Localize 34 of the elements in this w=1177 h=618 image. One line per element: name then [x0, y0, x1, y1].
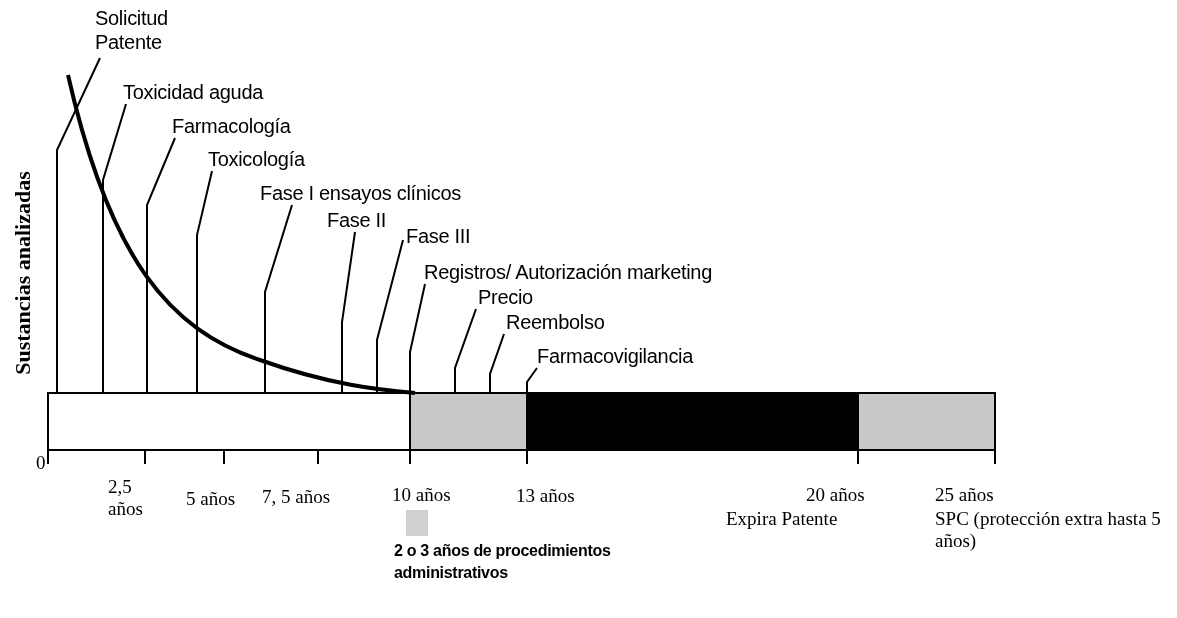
tick-label: 13 años — [516, 485, 575, 507]
tick-label: 10 años — [392, 484, 451, 506]
stage-label: Solicitud Patente — [95, 6, 175, 54]
stage-label: Reembolso — [506, 310, 605, 334]
leader-line — [102, 103, 127, 394]
stage-label: Precio — [478, 285, 533, 309]
annotation-text: SPC (protección extra hasta 5 años) — [935, 508, 1162, 552]
stage-label: Registros/ Autorización marketing — [424, 260, 712, 284]
tick-label: 5 años — [186, 488, 236, 510]
axis-title: Sustancias analizadas — [12, 170, 34, 377]
leader-line — [146, 137, 176, 394]
legend-text: 2 o 3 años de procedimientos administrativos — [394, 541, 612, 583]
stage-label: Fase I ensayos clínicos — [260, 181, 461, 205]
tick-label: 20 años — [806, 484, 865, 506]
leader-line — [454, 308, 477, 394]
leader-line — [409, 283, 426, 394]
tick-label: 0 — [36, 452, 46, 474]
annotation-text: Expira Patente — [726, 508, 838, 530]
stage-label: Farmacovigilancia — [537, 344, 694, 368]
stage-label: Fase III — [406, 224, 471, 248]
leader-line — [56, 57, 101, 394]
stage-label: Fase II — [327, 208, 387, 232]
tick-label: 2,5 años — [108, 476, 144, 520]
leader-line — [489, 333, 505, 394]
leader-line — [341, 231, 356, 394]
tick-label: 25 años — [935, 484, 994, 506]
leader-line — [526, 367, 538, 394]
leader-line — [264, 204, 293, 394]
leader-line — [376, 239, 404, 394]
stage-label: Toxicidad aguda — [123, 80, 264, 104]
stage-label: Farmacología — [172, 114, 291, 138]
tick-label: 7, 5 años — [262, 486, 331, 508]
stage-label: Toxicología — [208, 147, 305, 171]
leader-line — [196, 170, 213, 394]
